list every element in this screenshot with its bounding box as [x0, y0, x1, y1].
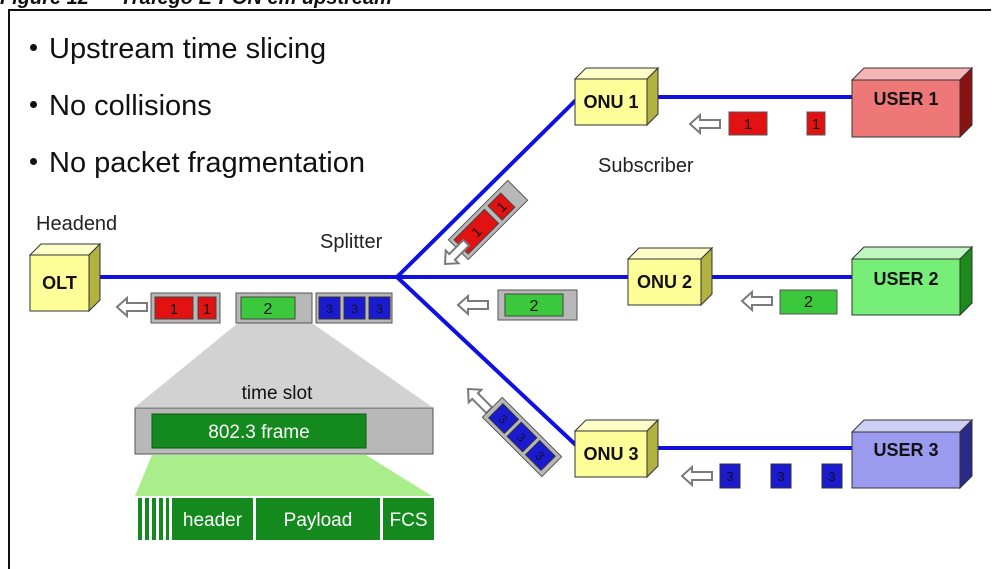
onu1-node: ONU 1 — [573, 66, 660, 127]
bullet-text: Upstream time slicing — [49, 33, 327, 65]
red-packet — [806, 111, 826, 136]
bullet-item: Upstream time slicing — [30, 33, 326, 66]
packet-label: 2 — [530, 298, 539, 315]
packet-label: 3 — [828, 469, 835, 484]
fiber-splitter-onu3 — [395, 275, 581, 450]
bullet-text: No packet fragmentation — [49, 147, 365, 179]
frame-label: 802.3 frame — [208, 422, 309, 443]
bullet-item: No packet fragmentation — [30, 147, 365, 180]
packet-label: 1 — [170, 301, 178, 318]
user3-label: USER 3 — [873, 440, 938, 460]
left-arrow-icon — [740, 289, 773, 313]
bullet-dot-icon — [30, 43, 37, 51]
fcs-field — [383, 498, 434, 540]
packet-label: 1 — [203, 301, 211, 318]
onu3-upstream-slot: 3 3 3 — [481, 396, 563, 478]
olt-slot-user2: 2 — [235, 292, 313, 324]
bullet-text: No collisions — [49, 90, 212, 122]
olt-label: OLT — [42, 273, 77, 293]
subscriber-label: Subscriber — [598, 155, 694, 177]
time-slot-bar: 802.3 frame — [134, 407, 434, 455]
green-packet — [779, 289, 838, 315]
fiber-splitter-onu1 — [395, 95, 581, 279]
packet-label: 2 — [804, 294, 813, 311]
blue-packet — [770, 463, 792, 489]
red-packet — [728, 111, 768, 136]
user3-packets: 3 3 3 — [680, 463, 843, 489]
blue-packet — [719, 463, 741, 489]
header-field-label: header — [183, 510, 243, 531]
user1-label: USER 1 — [873, 89, 938, 109]
packet-label: 3 — [326, 302, 333, 316]
onu3-node: ONU 3 — [573, 418, 660, 479]
onu1-label: ONU 1 — [583, 92, 638, 112]
fcs-field-label: FCS — [390, 510, 428, 531]
headend-label: Headend — [36, 213, 118, 235]
frame-breakdown: header Payload FCS — [136, 498, 434, 540]
user1-packets: 1 1 — [688, 111, 826, 136]
packet-label: 3 — [376, 302, 383, 316]
bullet-dot-icon — [30, 157, 37, 165]
fiber-links — [100, 95, 856, 450]
user2-node: USER 2 — [850, 245, 974, 317]
left-arrow-icon — [680, 464, 713, 488]
user3-node: USER 3 — [850, 418, 974, 490]
onu2-node: ONU 2 — [626, 246, 714, 307]
down-left-arrow-icon — [443, 238, 471, 266]
left-arrow-icon — [115, 295, 148, 319]
packet-label: 2 — [264, 301, 273, 318]
packet-label: 3 — [726, 469, 733, 484]
olt-slot-user3: 3 3 3 — [315, 292, 393, 324]
user2-packets: 2 — [740, 289, 838, 315]
onu2-upstream-slot: 2 — [497, 289, 578, 321]
packet-label: 3 — [777, 469, 784, 484]
splitter-label: Splitter — [320, 231, 383, 253]
blue-packet — [821, 463, 843, 489]
olt-node: OLT — [28, 242, 102, 313]
payload-field-label: Payload — [284, 510, 353, 531]
user1-node: USER 1 — [850, 66, 974, 139]
user2-label: USER 2 — [873, 269, 938, 289]
olt-slot-user1: 1 1 — [150, 292, 221, 324]
payload-field — [256, 498, 380, 540]
left-arrow-icon — [456, 293, 489, 317]
frame-expansion — [135, 455, 432, 496]
packet-label: 1 — [812, 116, 820, 133]
figure-frame — [8, 9, 991, 569]
packet-label: 1 — [744, 116, 752, 133]
onu3-label: ONU 3 — [583, 444, 638, 464]
time-slot-label: time slot — [242, 383, 313, 404]
header-field — [172, 498, 253, 540]
figure-title: Figure 12 — Trafego E-PON em upstream — [0, 0, 392, 10]
left-arrow-icon — [688, 112, 721, 136]
bullet-item: No collisions — [30, 90, 212, 123]
bullet-dot-icon — [30, 100, 37, 108]
time-slot-expansion — [135, 323, 432, 407]
onu2-label: ONU 2 — [637, 272, 692, 292]
packet-label: 3 — [351, 302, 358, 316]
